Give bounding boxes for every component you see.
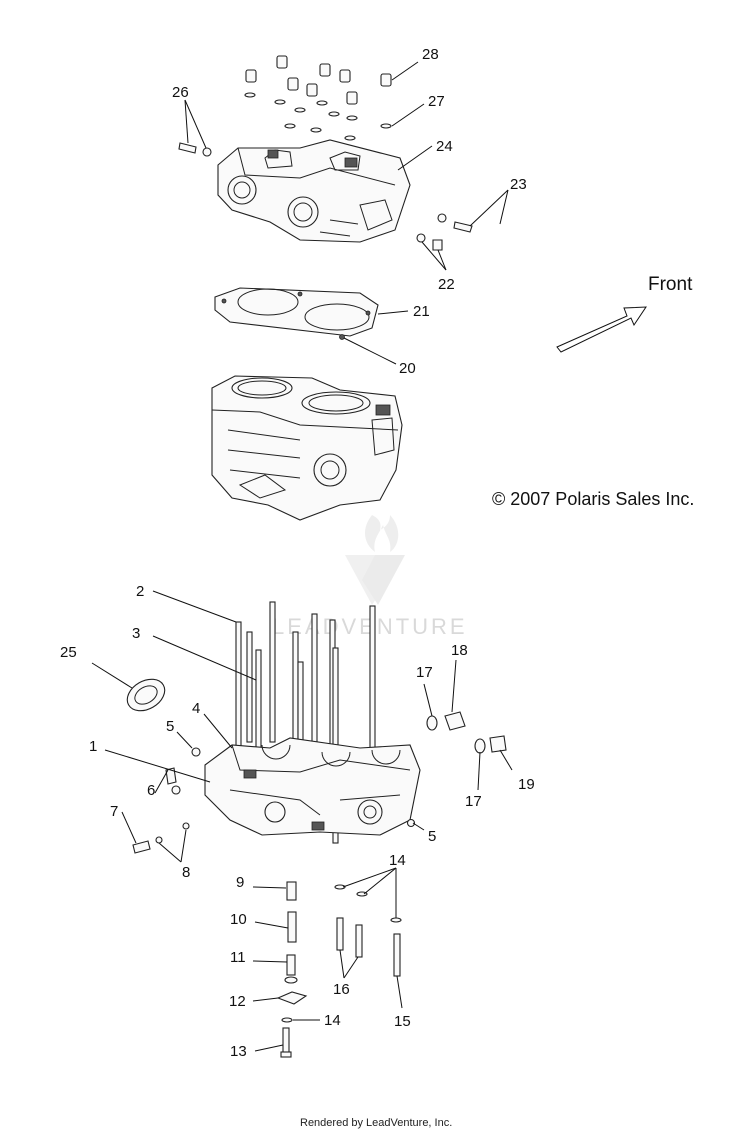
callout-26: 26 [172, 84, 189, 101]
callout-14-lower: 14 [324, 1012, 341, 1029]
callout-10: 10 [230, 911, 247, 928]
callout-15: 15 [394, 1013, 411, 1030]
callout-24: 24 [436, 138, 453, 155]
callout-17-upper: 17 [416, 664, 433, 681]
callout-25: 25 [60, 644, 77, 661]
callout-11: 11 [230, 949, 246, 966]
valve-caps [245, 55, 392, 105]
copyright-text: © 2007 Polaris Sales Inc. [492, 489, 694, 509]
callout-1: 1 [89, 738, 97, 755]
callout-12: 12 [229, 993, 246, 1010]
watermark-text: LEADVENTURE [272, 614, 468, 639]
lower-hardware [276, 881, 402, 1058]
callout-21: 21 [413, 303, 430, 320]
callout-14-upper: 14 [389, 852, 406, 869]
callout-13: 13 [230, 1043, 247, 1060]
callout-17-lower: 17 [465, 793, 482, 810]
callout-5-upper: 5 [166, 718, 174, 735]
callout-23: 23 [510, 176, 527, 193]
callout-18: 18 [451, 642, 468, 659]
valve-shims [244, 92, 392, 141]
render-credit-footer: Rendered by LeadVenture, Inc. [300, 1117, 452, 1129]
callout-28: 28 [422, 46, 439, 63]
front-label: Front [648, 274, 693, 295]
callout-7: 7 [110, 803, 118, 820]
callout-3: 3 [132, 625, 140, 642]
callout-9: 9 [236, 874, 244, 891]
leadventure-watermark-logo [345, 515, 405, 605]
cylinder-block [211, 375, 403, 521]
callout-labels: 28 26 27 24 23 22 21 20 2 3 25 18 17 4 5… [60, 46, 535, 1060]
callout-20: 20 [399, 360, 416, 377]
head-gasket [214, 287, 379, 340]
cylinder-head-assembly [178, 55, 473, 251]
callout-22: 22 [438, 276, 455, 293]
callout-19: 19 [518, 776, 535, 793]
front-arrow [556, 306, 647, 353]
callout-27: 27 [428, 93, 445, 110]
callout-6: 6 [147, 782, 155, 799]
callout-2: 2 [136, 583, 144, 600]
callout-5-lower: 5 [428, 828, 436, 845]
callout-16: 16 [333, 981, 350, 998]
leader-lines [91, 61, 513, 1052]
callout-4: 4 [192, 700, 200, 717]
callout-8: 8 [182, 864, 190, 881]
crankcase-assembly [126, 601, 507, 854]
